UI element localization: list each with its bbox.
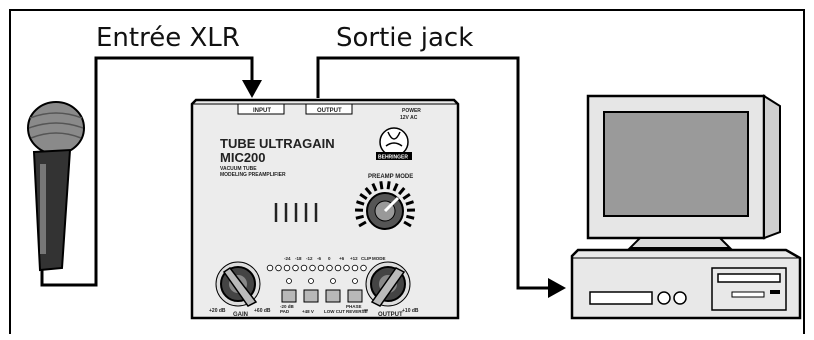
mic200-preamp: INPUT OUTPUT POWER 12V AC TUBE ULTRAGAIN… [192, 100, 458, 318]
input-arrow-head [242, 80, 262, 98]
mode-tick [381, 181, 382, 189]
computer [572, 96, 800, 318]
gain-min-label: +20 dB [209, 308, 226, 314]
front-panel-slot [590, 292, 652, 304]
floppy-drive [718, 274, 780, 282]
output-arrow-head [548, 278, 566, 298]
switch-led [309, 279, 314, 284]
meter-led [327, 265, 333, 271]
meter-led [344, 265, 350, 271]
device-subtitle-2: MODELING PREAMPLIFIER [220, 172, 286, 178]
device-model: MIC200 [220, 150, 266, 165]
power-label: POWER [402, 108, 421, 114]
gain-max-label: +60 dB [254, 308, 271, 314]
mode-tick [356, 216, 364, 218]
output-max-label: +10 dB [402, 308, 419, 314]
meter-scale-label: -6 [317, 256, 321, 261]
input-cable-label: Entrée XLR [96, 23, 240, 53]
meter-scale-label: +12 [350, 256, 358, 261]
power-spec-label: 12V AC [400, 115, 418, 121]
microphone [28, 102, 84, 270]
switch-cap[interactable] [348, 290, 362, 302]
meter-led [361, 265, 367, 271]
mode-tick [388, 181, 389, 189]
meter-led [267, 265, 273, 271]
switch-label: +48 V [302, 309, 314, 314]
input-jack-label: INPUT [253, 108, 271, 114]
output-knob[interactable] [366, 262, 410, 306]
gain-knob[interactable] [216, 262, 260, 306]
meter-led [293, 265, 299, 271]
switch-cap[interactable] [326, 290, 340, 302]
meter-led [284, 265, 290, 271]
meter-scale-label: MODE [372, 256, 386, 261]
monitor-screen [604, 112, 748, 216]
switch-led [287, 279, 292, 284]
meter-scale-label: CLIP [361, 256, 371, 261]
meter-led [301, 265, 307, 271]
logo-text: BEHRINGER [378, 155, 408, 161]
meter-scale-label: +6 [339, 256, 345, 261]
gain-label: GAIN [233, 312, 248, 318]
mode-tick [406, 216, 414, 218]
meter-scale-label: -12 [306, 256, 313, 261]
output-cable-label: Sortie jack [336, 23, 473, 53]
meter-led [318, 265, 324, 271]
desktop-case [572, 250, 800, 318]
switch-label: LOW CUT [324, 309, 345, 314]
switch-led [331, 279, 336, 284]
meter-scale-label: -24 [284, 256, 291, 261]
switch-cap[interactable] [304, 290, 318, 302]
reset-button [674, 292, 686, 304]
output-label: OUTPUT [378, 312, 403, 318]
monitor [588, 96, 780, 248]
meter-scale-label: -18 [295, 256, 302, 261]
preamp-mode-label: PREAMP MODE [368, 174, 413, 180]
meter-led [310, 265, 316, 271]
meter-led [335, 265, 341, 271]
meter-led [276, 265, 282, 271]
meter-led [352, 265, 358, 271]
device-brand-title: TUBE ULTRAGAIN [220, 136, 335, 151]
output-jack-label: OUTPUT [317, 108, 342, 114]
power-button [658, 292, 670, 304]
switch-cap[interactable] [282, 290, 296, 302]
switch-led [353, 279, 358, 284]
switch-label: REVERSE [346, 309, 368, 314]
switch-label: PAD [280, 309, 290, 314]
